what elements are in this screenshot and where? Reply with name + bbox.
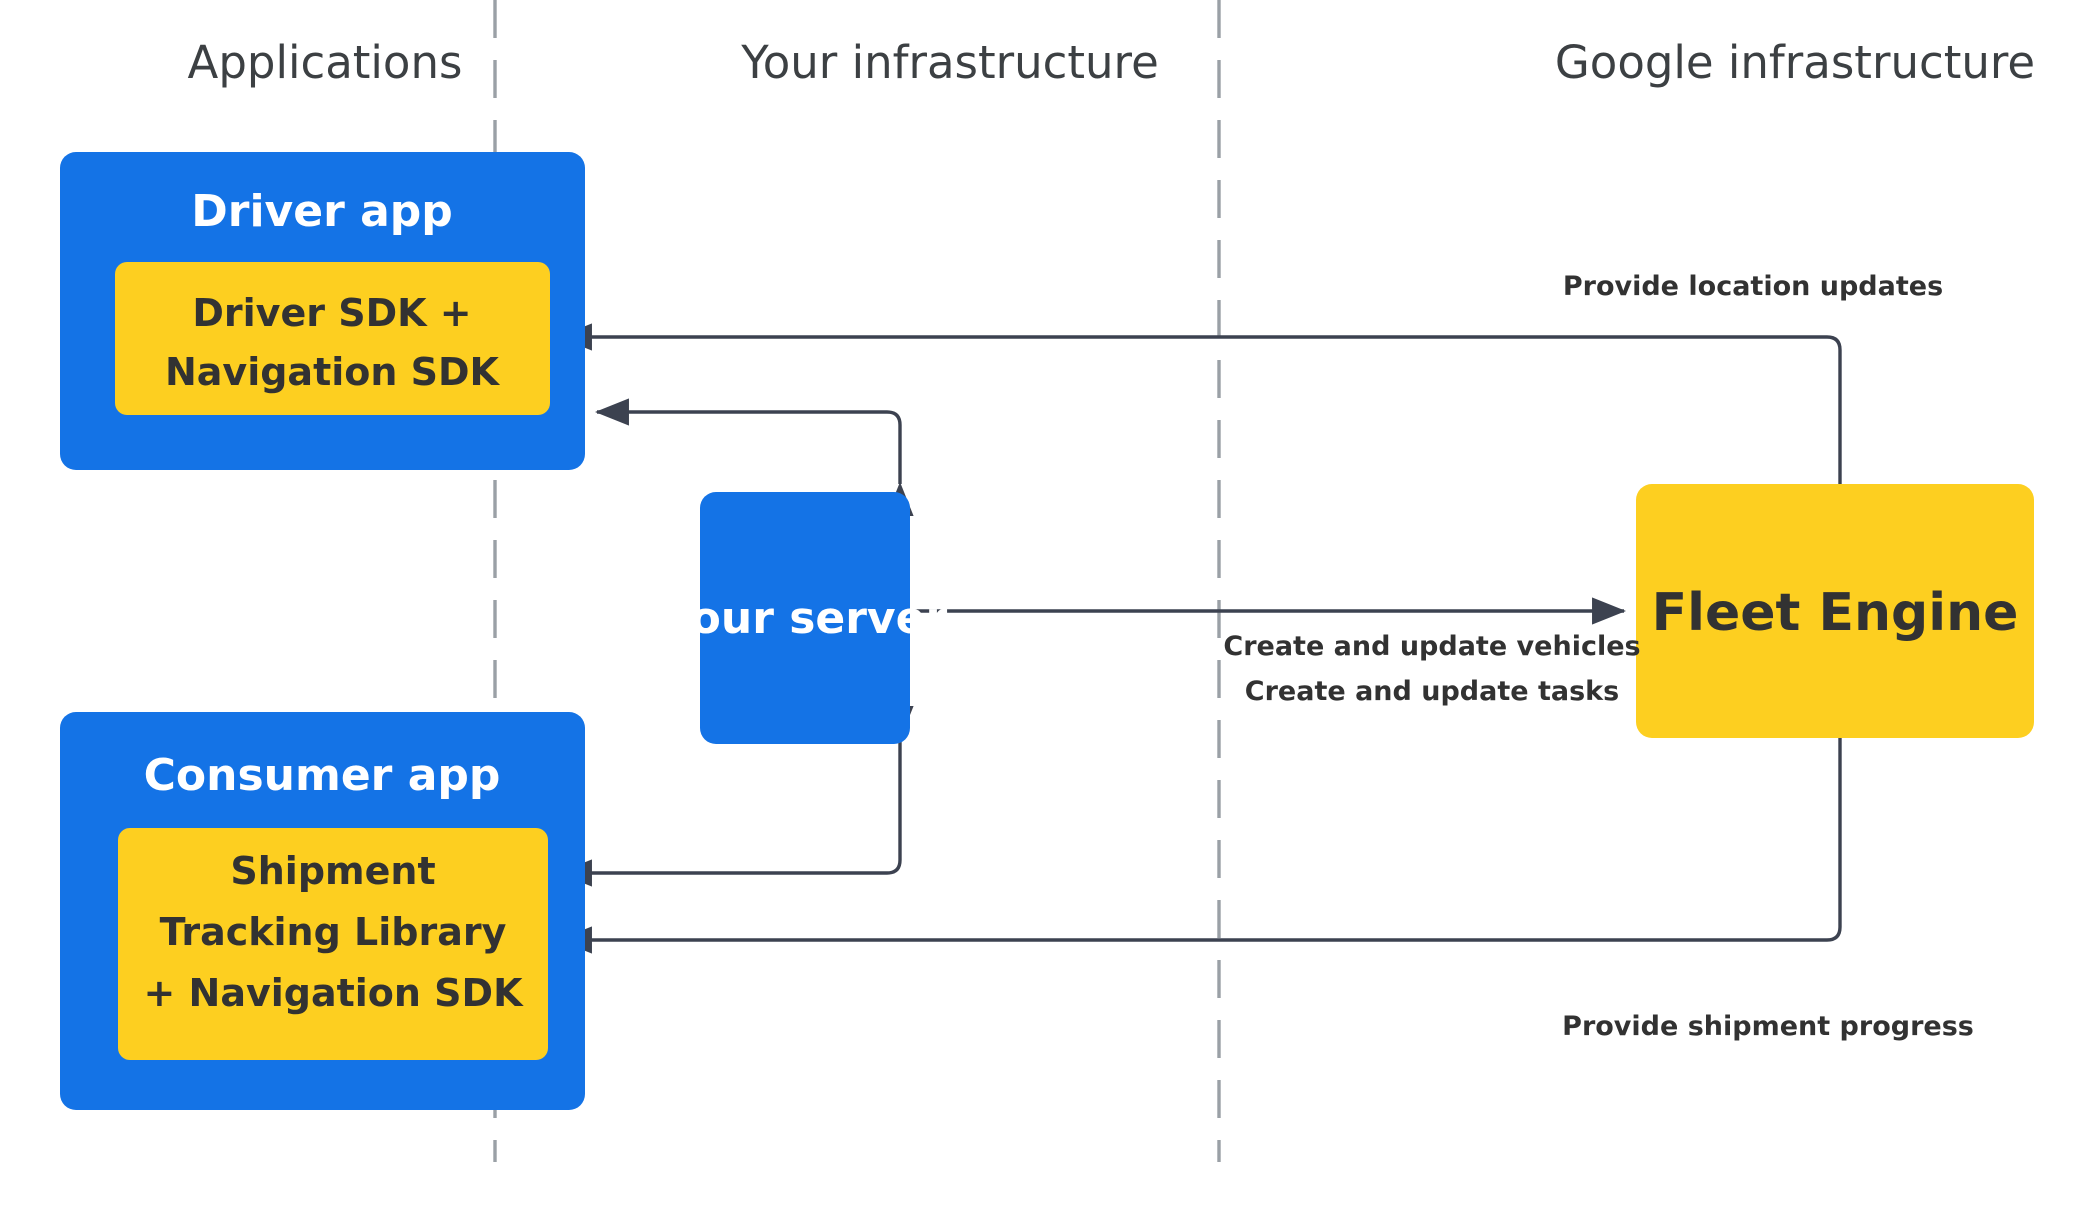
connector-shipment-progress — [557, 738, 1842, 954]
node-fleet-engine[interactable]: Fleet Engine — [1636, 484, 2034, 738]
connector-server-driver — [594, 398, 914, 516]
fleet-engine-label: Fleet Engine — [1652, 583, 2019, 643]
node-your-server[interactable]: Your server — [662, 492, 948, 744]
edge-label-create-update-vehicles: Create and update vehicles — [1223, 631, 1640, 662]
edge-label-shipment-progress: Provide shipment progress — [1562, 1011, 1974, 1042]
connector-location-updates — [557, 323, 1854, 516]
edge-label-location-updates: Provide location updates — [1563, 271, 1943, 302]
driver-sdk-label-line1: Driver SDK + — [192, 291, 471, 335]
fleet-engine-box[interactable] — [1636, 484, 2034, 738]
node-consumer-app[interactable]: Consumer app Shipment Tracking Library +… — [60, 712, 585, 1110]
your-server-box[interactable] — [700, 492, 910, 744]
consumer-sdk-label-line2: Tracking Library — [160, 910, 507, 954]
consumer-sdk-box[interactable] — [118, 828, 548, 1060]
connector-server-consumer — [557, 706, 914, 887]
consumer-app-label: Consumer app — [144, 750, 501, 801]
your-server-label: Your server — [662, 593, 948, 644]
driver-sdk-box[interactable] — [115, 262, 550, 415]
zone-header-your-infrastructure: Your infrastructure — [740, 36, 1159, 89]
node-driver-app[interactable]: Driver app Driver SDK + Navigation SDK — [60, 152, 585, 470]
edge-label-create-update-tasks: Create and update tasks — [1245, 676, 1619, 707]
consumer-sdk-label-line3: + Navigation SDK — [143, 971, 524, 1015]
driver-sdk-label-line2: Navigation SDK — [165, 350, 501, 394]
zone-header-applications: Applications — [188, 36, 463, 89]
zone-header-google-infrastructure: Google infrastructure — [1555, 36, 2035, 89]
driver-app-label: Driver app — [191, 186, 453, 237]
consumer-sdk-label-line1: Shipment — [230, 849, 435, 893]
